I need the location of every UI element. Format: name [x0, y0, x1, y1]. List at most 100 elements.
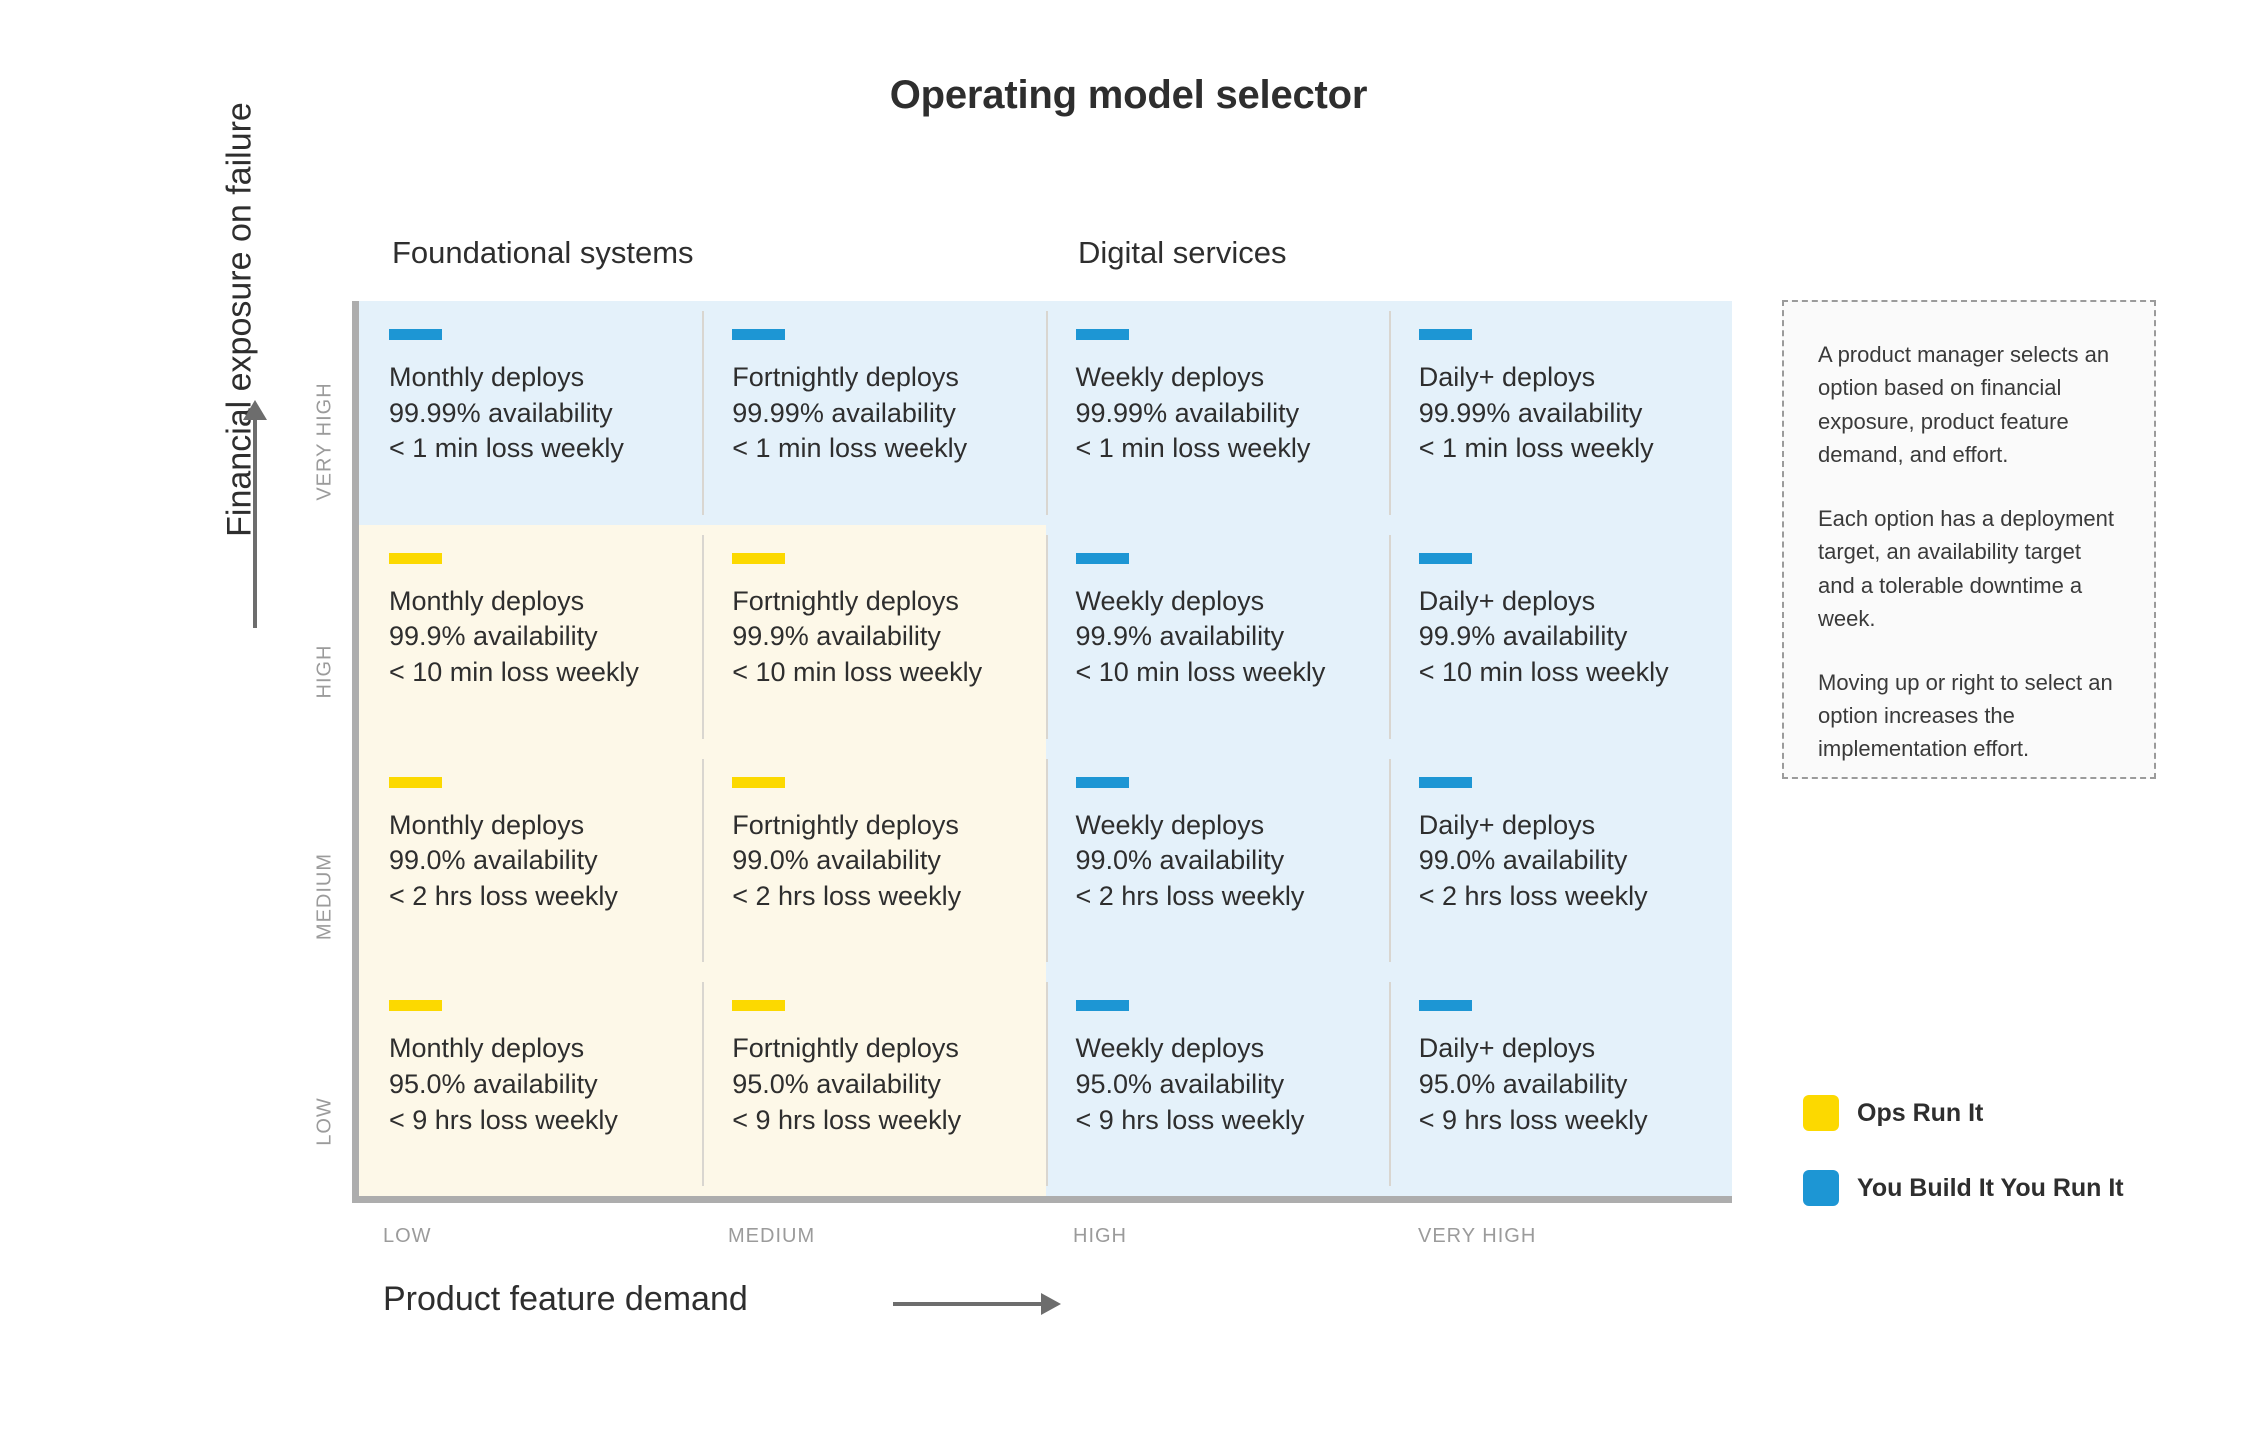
operating-model-accent-bar-icon: [1418, 552, 1472, 564]
matrix-cell-deploys: Monthly deploys: [389, 362, 585, 392]
y-axis-tick-very-high: VERY HIGH: [313, 382, 336, 501]
operating-model-accent-bar-icon: [389, 776, 442, 788]
matrix-cell[interactable]: Fortnightly deploys 95.0% availability < 9…: [702, 972, 1046, 1196]
matrix-cell-deploys: Daily+ deploys: [1418, 809, 1596, 840]
matrix-row: Monthly deploys 99.99% availability < 1 mi…: [359, 301, 1732, 525]
matrix-cell-loss: < 2 hrs loss weekly: [732, 880, 962, 911]
legend-label: You Build It You Run It: [1857, 1173, 2124, 1202]
matrix-row: Monthly deploys 95.0% availability < 9 hrs…: [359, 972, 1732, 1196]
operating-model-accent-bar-icon: [389, 552, 442, 564]
x-axis-tick-medium: MEDIUM: [728, 1225, 816, 1247]
matrix-cell-deploys: Monthly deploys: [389, 1033, 585, 1064]
matrix-cell-deploys: Fortnightly deploys: [732, 809, 959, 840]
matrix-cell-deploys: Monthly deploys: [389, 585, 585, 616]
matrix-cell[interactable]: Monthly deploys 99.9% availability < 10 mi…: [359, 524, 703, 749]
matrix-cell-availability: 99.0% availability: [732, 845, 941, 876]
matrix-cell-loss: < 10 min loss weekly: [1418, 657, 1669, 687]
matrix-cell-loss: < 1 min loss weekly: [1075, 433, 1311, 464]
matrix-cell-loss: < 1 min loss weekly: [389, 433, 624, 464]
y-axis-tick-low: LOW: [313, 1097, 336, 1146]
notes-paragraph-2: Each option has a deployment target, an …: [1818, 505, 2114, 632]
y-axis-up-arrow-icon: [243, 400, 267, 628]
x-axis-right-arrow-icon: [893, 1293, 1061, 1315]
matrix-cell-deploys: Daily+ deploys: [1418, 362, 1596, 392]
operating-model-accent-bar-icon: [732, 552, 786, 564]
x-axis-tick-high: HIGH: [1073, 1225, 1127, 1247]
matrix-grid: Monthly deploys 99.99% availability < 1 mi…: [352, 301, 1732, 1203]
matrix-cell-availability: 99.0% availability: [1418, 845, 1628, 876]
matrix-cell[interactable]: Monthly deploys 99.99% availability < 1 mi…: [359, 301, 703, 525]
matrix-cell-availability: 99.99% availability: [1418, 397, 1643, 428]
matrix-cell[interactable]: Fortnightly deploys 99.99% availability < …: [702, 301, 1046, 525]
matrix-cell-loss: < 10 min loss weekly: [389, 657, 639, 687]
legend-item: You Build It You Run It: [1803, 1167, 2163, 1209]
matrix-cell-deploys: Fortnightly deploys: [732, 1033, 959, 1064]
column-group-header-foundational-systems: Foundational systems: [392, 235, 694, 270]
matrix-cell[interactable]: Fortnightly deploys 99.9% availability < 1…: [702, 524, 1046, 749]
matrix-cell[interactable]: Weekly deploys 99.9% availability < 10 min…: [1045, 524, 1389, 749]
matrix-cell-availability: 99.9% availability: [1418, 621, 1628, 652]
matrix-cell[interactable]: Weekly deploys 95.0% availability < 9 hrs …: [1045, 972, 1389, 1196]
matrix-cell-deploys: Fortnightly deploys: [732, 585, 959, 616]
operating-model-accent-bar-icon: [389, 329, 442, 340]
y-axis-tick-medium: MEDIUM: [313, 852, 336, 941]
operating-model-accent-bar-icon: [732, 329, 786, 340]
operating-model-accent-bar-icon: [1075, 329, 1129, 340]
x-axis-title: Product feature demand: [383, 1280, 748, 1318]
matrix-cell[interactable]: Monthly deploys 99.0% availability < 2 hrs…: [359, 748, 703, 973]
column-group-header-digital-services: Digital services: [1078, 235, 1287, 270]
matrix-cell-availability: 99.0% availability: [1075, 845, 1285, 876]
operating-model-accent-bar-icon: [1418, 776, 1472, 788]
matrix-cell-loss: < 2 hrs loss weekly: [1418, 880, 1648, 911]
matrix-cell-deploys: Weekly deploys: [1075, 809, 1265, 840]
matrix-cell-loss: < 1 min loss weekly: [732, 433, 968, 464]
matrix-row: Monthly deploys 99.0% availability < 2 hrs…: [359, 748, 1732, 973]
legend-swatch-icon: [1803, 1095, 1839, 1131]
matrix-cell-availability: 99.9% availability: [1075, 621, 1285, 652]
operating-model-accent-bar-icon: [1075, 1000, 1129, 1012]
matrix-cell-deploys: Daily+ deploys: [1418, 1033, 1596, 1064]
matrix-cell-availability: 99.0% availability: [389, 845, 598, 876]
matrix-cell-deploys: Monthly deploys: [389, 809, 585, 840]
operating-model-accent-bar-icon: [732, 776, 786, 788]
matrix-cell-availability: 99.99% availability: [732, 397, 956, 428]
matrix-cell-availability: 99.9% availability: [389, 621, 598, 652]
matrix-cell-loss: < 10 min loss weekly: [1075, 657, 1326, 687]
y-axis-tick-high: HIGH: [313, 644, 336, 699]
matrix-cell-deploys: Weekly deploys: [1075, 585, 1265, 616]
page-title: Operating model selector: [889, 73, 1368, 117]
matrix-row: Monthly deploys 99.9% availability < 10 mi…: [359, 524, 1732, 749]
matrix-cell-availability: 99.99% availability: [389, 397, 613, 428]
x-axis-tick-very-high: VERY HIGH: [1418, 1225, 1537, 1247]
matrix-cell-availability: 95.0% availability: [1075, 1068, 1285, 1099]
matrix-cell-loss: < 10 min loss weekly: [732, 657, 983, 687]
matrix-cell[interactable]: Weekly deploys 99.0% availability < 2 hrs …: [1045, 748, 1389, 973]
matrix-cell[interactable]: Daily+ deploys 99.0% availability < 2 hrs …: [1388, 748, 1732, 973]
matrix-cell[interactable]: Fortnightly deploys 99.0% availability < 2…: [702, 748, 1046, 973]
matrix-cell-availability: 95.0% availability: [1418, 1068, 1628, 1099]
operating-model-accent-bar-icon: [1418, 329, 1472, 340]
matrix-cell-loss: < 9 hrs loss weekly: [1075, 1104, 1305, 1135]
operating-model-accent-bar-icon: [1418, 1000, 1472, 1012]
matrix-cell-deploys: Fortnightly deploys: [732, 362, 959, 392]
matrix-cell-availability: 99.99% availability: [1075, 397, 1300, 428]
matrix-cell-loss: < 1 min loss weekly: [1418, 433, 1654, 464]
matrix-cell-loss: < 2 hrs loss weekly: [1075, 880, 1305, 911]
matrix-cell-availability: 95.0% availability: [389, 1068, 598, 1099]
notes-panel: A product manager selects an option base…: [1782, 300, 2156, 779]
legend-label: Ops Run It: [1857, 1098, 1984, 1127]
matrix-cell[interactable]: Daily+ deploys 99.99% availability < 1 min…: [1388, 301, 1732, 525]
matrix-cell-availability: 99.9% availability: [732, 621, 941, 652]
matrix-cell-deploys: Weekly deploys: [1075, 1033, 1265, 1064]
notes-paragraph-1: A product manager selects an option base…: [1818, 342, 2110, 468]
operating-model-accent-bar-icon: [1075, 552, 1129, 564]
matrix-cell-loss: < 9 hrs loss weekly: [732, 1104, 962, 1135]
matrix-cell-loss: < 2 hrs loss weekly: [389, 880, 618, 911]
matrix-cell-availability: 95.0% availability: [732, 1068, 941, 1099]
operating-model-accent-bar-icon: [1075, 776, 1129, 788]
